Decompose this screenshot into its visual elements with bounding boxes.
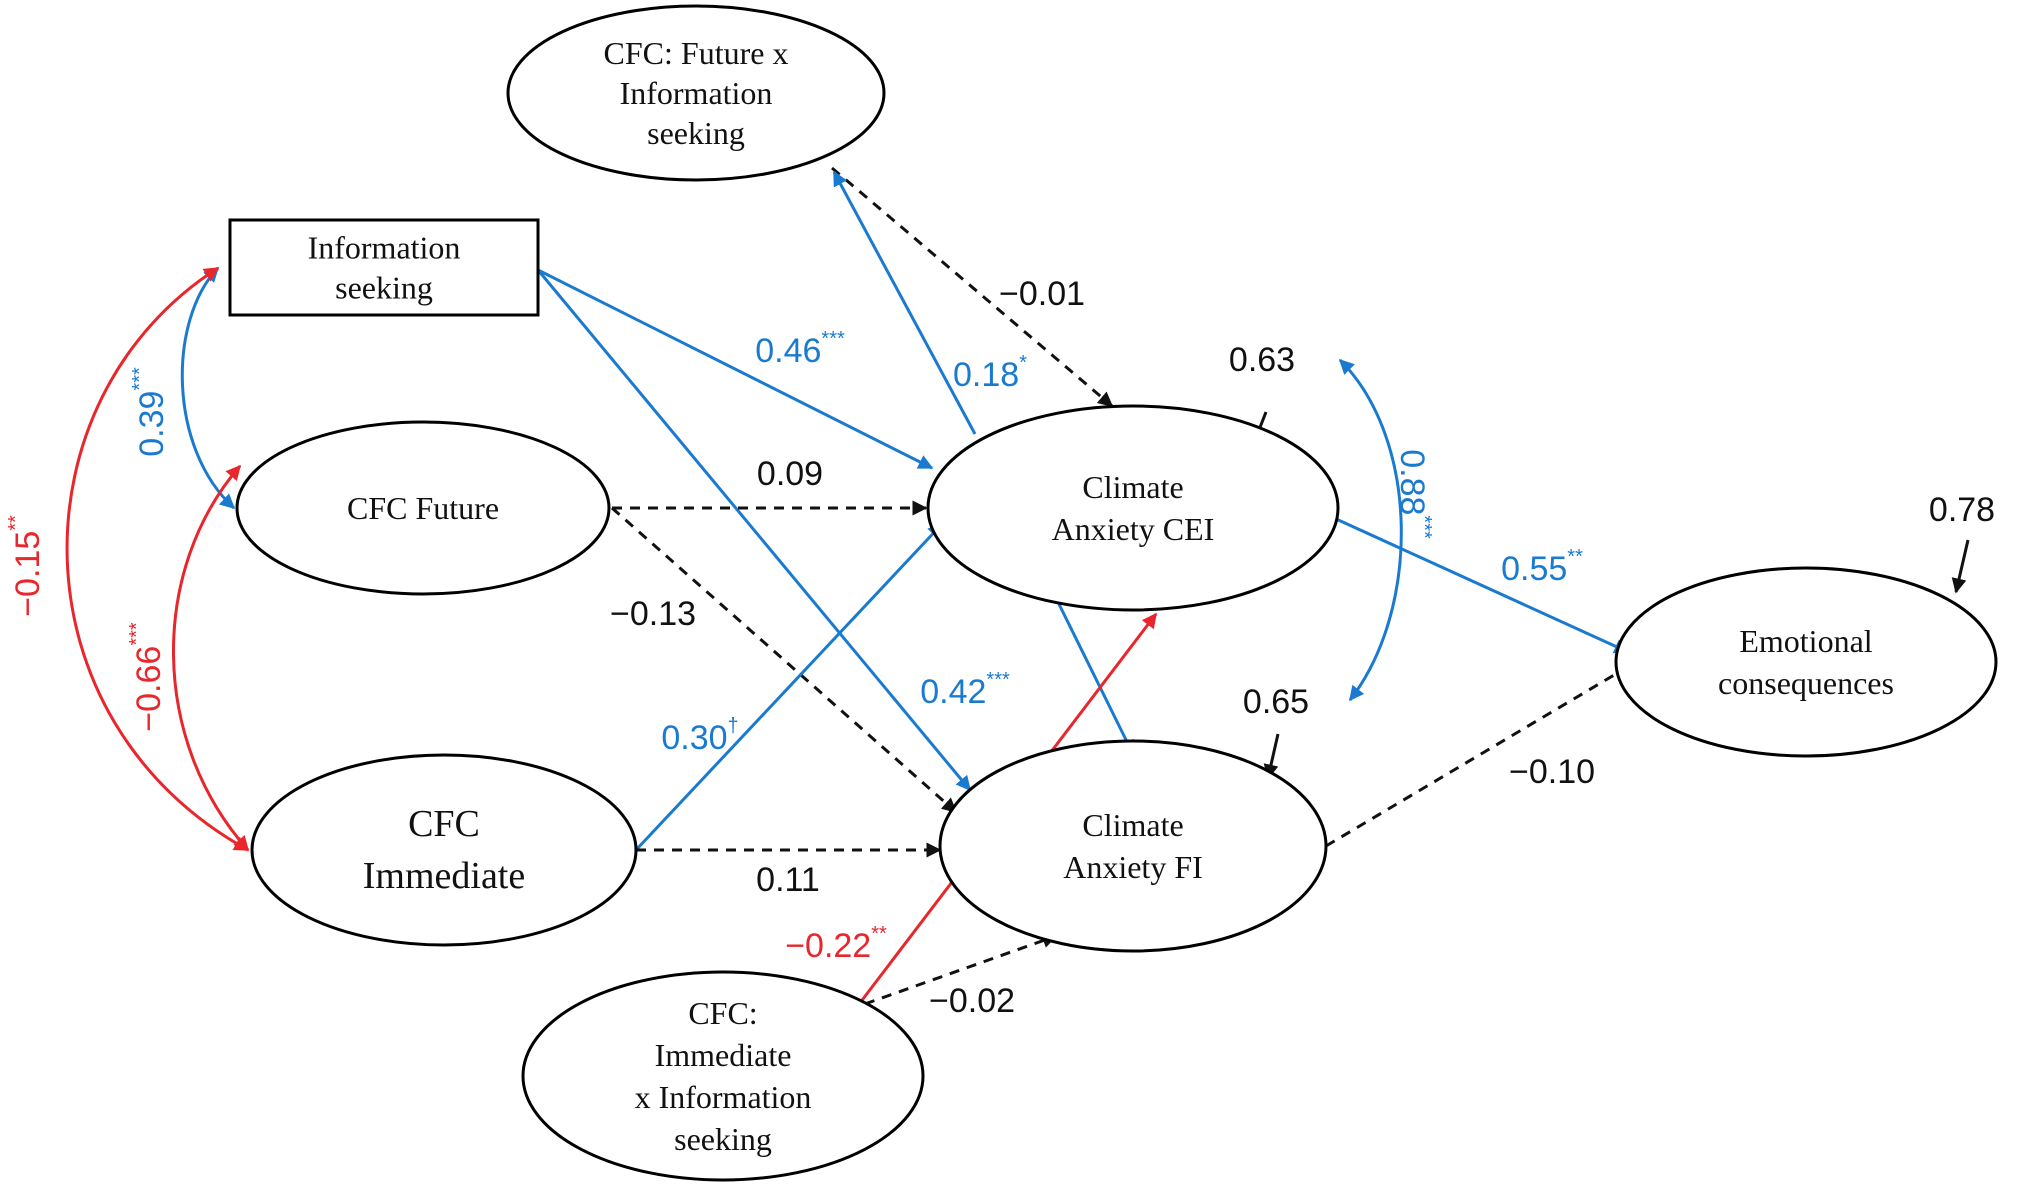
coefficient-value: 0.42 [920,673,986,711]
coefficient-value: −0.01 [999,275,1085,313]
coefficient-value: 0.30 [661,719,727,757]
nodes-layer: CFC: Future xInformationseekingInformati… [228,4,1998,1182]
edge-label-ix-fi: −0.02 [929,982,1015,1020]
edge-immediate-cei [634,522,944,852]
coefficient-value: 0.11 [756,861,820,899]
labels-layer: −0.010.18*0.46***0.42***0.09−0.130.30†0.… [5,275,1995,1020]
edge-label-cov-cei-fi: 0.88*** [1393,449,1435,539]
edge-label-cov-info-future: 0.39*** [129,367,171,457]
coefficient-value: 0.55 [1501,550,1567,588]
significance-marker: *** [821,328,845,350]
edge-cov-cei-fi [1338,358,1403,702]
edge-info-cei [537,268,934,470]
edge-fx-cei [831,166,1114,408]
edge-label-fi-emotional: −0.10 [1509,753,1595,791]
edge-cov-future-immediate [172,464,250,852]
edge-cei-fi [1053,595,1135,756]
node-label-line: CFC [408,803,480,845]
node-cfc-immediate-x-info: CFC: Immediate x Information seeking [521,970,925,1182]
edge-label-immediate-cei: 0.30† [661,715,738,757]
coefficient-value: −0.15 [9,531,47,617]
residual-arrow-emotional [1951,539,1970,594]
node-label-line: Information [308,230,461,266]
node-label-line: Immediate [363,855,525,897]
node-ellipse [506,4,886,182]
node-label-line: Anxiety FI [1063,849,1203,885]
edge-label-ix-cei: −0.22** [785,923,887,965]
node-ellipse [1614,566,1998,758]
node-ellipse [938,739,1328,953]
node-label-line: Climate [1082,807,1183,843]
residual-label-cei: 0.63 [1229,341,1295,379]
significance-marker: † [728,715,739,737]
significance-marker: *** [1413,515,1435,539]
node-ellipse [926,404,1340,612]
node-label-line: x Information [635,1079,812,1115]
edge-label-future-fi: −0.13 [610,595,696,633]
edge-label-info-cei: 0.46*** [755,328,845,370]
edge-label-immediate-fi: 0.11 [756,861,820,899]
node-label-line: consequences [1718,665,1894,701]
node-label-line: Anxiety CEI [1052,511,1215,547]
edge-future-fi [611,506,958,814]
node-label-line: Immediate [655,1037,792,1073]
edge-label-cov-info-immediate: −0.15** [5,515,47,617]
edge-label-future-cei: 0.09 [757,455,823,493]
node-label-line: CFC: Future x [604,35,789,71]
edges-layer [65,166,1970,1017]
node-ellipse [235,420,611,596]
coefficient-value: 0.18 [953,356,1019,394]
node-ellipse [521,970,925,1182]
significance-marker: * [1019,352,1027,374]
coefficient-value: −0.22 [785,927,871,965]
edge-label-cei-emotional: 0.55** [1501,546,1583,588]
edge-fx-fi [832,170,977,435]
significance-marker: ** [871,923,887,945]
node-rect [228,218,540,317]
node-label-line: seeking [674,1121,772,1157]
edge-cei-emotional [1311,506,1630,654]
coefficient-value: 0.39 [133,391,171,457]
coefficient-value: 0.46 [755,332,821,370]
node-label-line: seeking [647,115,745,151]
edge-cov-info-future [180,266,236,510]
node-cfc-future-x-info: CFC: Future x Information seeking [506,4,886,182]
node-label-line: seeking [335,270,433,306]
node-label-line: CFC: [688,995,757,1031]
significance-marker: *** [986,669,1010,691]
node-information-seeking: Information seeking [228,218,540,317]
node-cfc-future: CFC Future [235,420,611,596]
node-label-line: Emotional [1739,623,1872,659]
significance-marker: *** [129,367,151,391]
node-cfc-immediate: CFC Immediate [250,753,638,947]
significance-marker: ** [1567,546,1583,568]
coefficient-value: 0.09 [757,455,823,493]
coefficient-value: 0.88 [1393,449,1431,515]
node-label-line: Climate [1082,469,1183,505]
coefficient-value: −0.02 [929,982,1015,1020]
residual-label-emotional: 0.78 [1929,491,1995,529]
significance-marker: ** [5,515,27,531]
edge-cov-info-immediate [65,266,250,852]
edge-fi-emotional [1325,660,1638,848]
significance-marker: *** [126,622,148,646]
edge-label-cov-future-immediate: −0.66*** [126,622,168,732]
edge-ix-fi [847,933,1058,1012]
residual-label-fi: 0.65 [1243,683,1309,721]
coefficient-value: −0.10 [1509,753,1595,791]
edge-label-info-fi: 0.42*** [920,669,1010,711]
edge-label-fx-cei: −0.01 [999,275,1085,313]
edge-info-fi [536,269,972,792]
node-ellipse [250,753,638,947]
edge-label-fx-fi: 0.18* [953,352,1027,394]
coefficient-value: −0.13 [610,595,696,633]
coefficient-value: −0.66 [130,646,168,732]
node-label-line: CFC Future [347,490,499,526]
node-label-line: Information [620,75,773,111]
node-emotional-consequences: Emotional consequences [1614,566,1998,758]
